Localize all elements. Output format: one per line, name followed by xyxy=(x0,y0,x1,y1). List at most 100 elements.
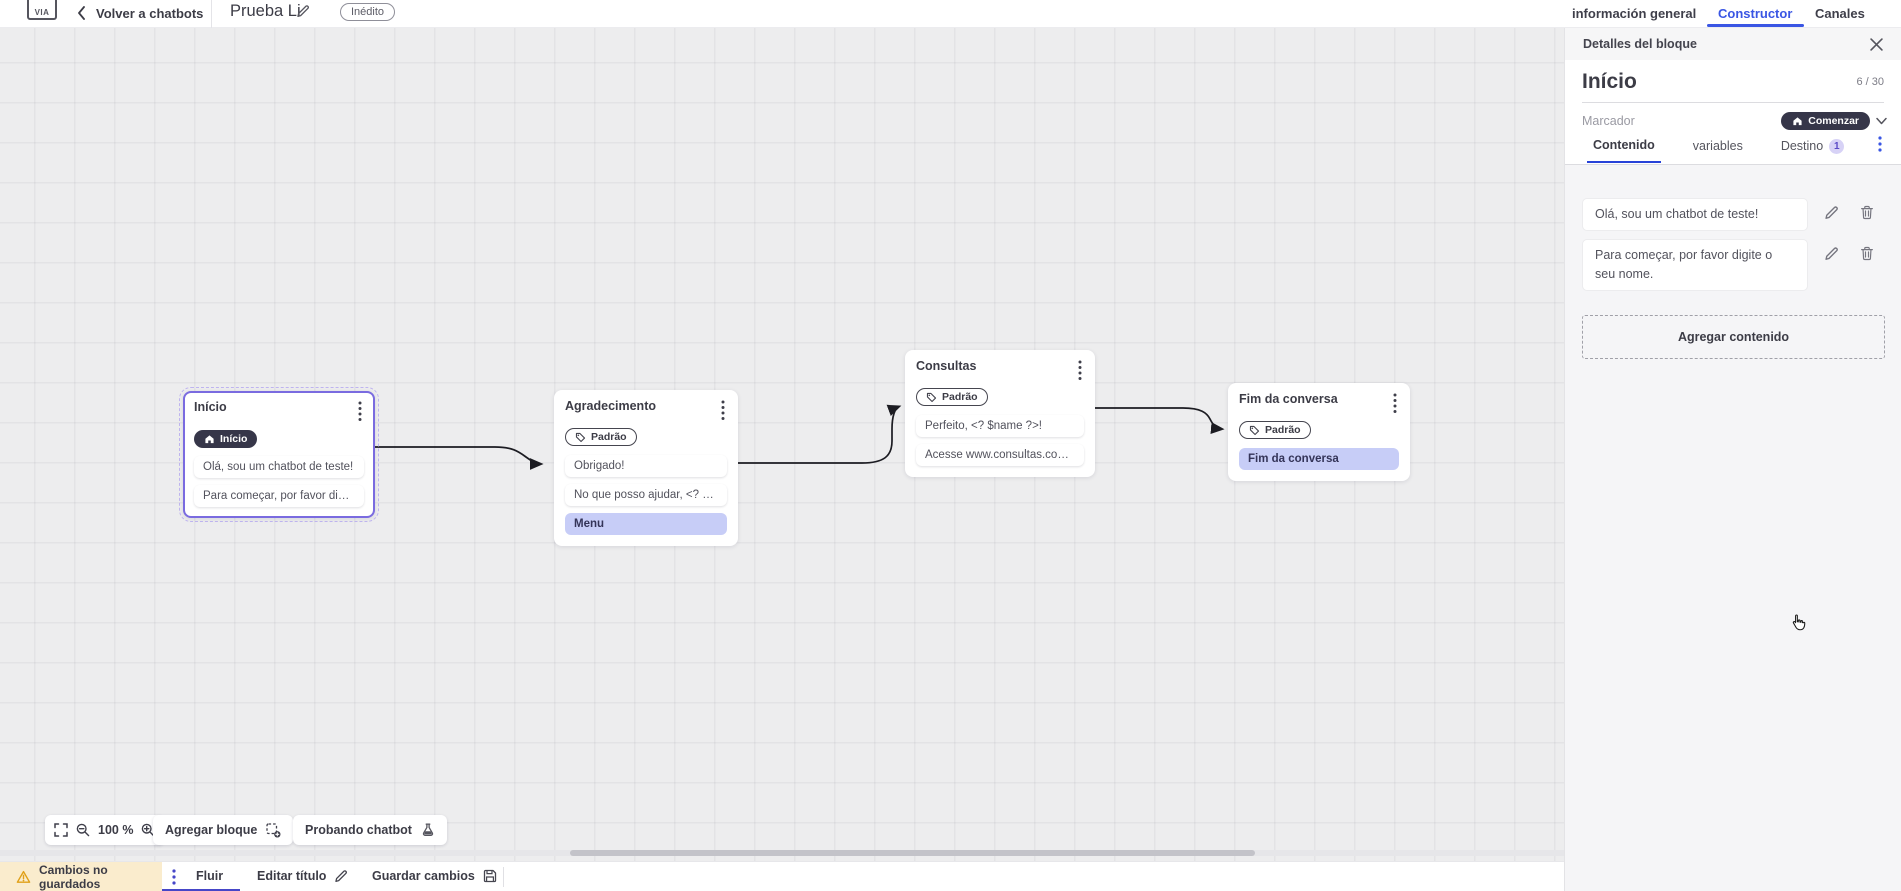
tab-constructor[interactable]: Constructor xyxy=(1718,6,1793,21)
pencil-icon[interactable] xyxy=(1824,246,1839,261)
mouse-cursor xyxy=(1790,614,1808,634)
block-type-badge: Padrão xyxy=(1239,421,1311,439)
chevron-left-icon xyxy=(76,6,87,20)
marker-row: Marcador Comenzar xyxy=(1582,110,1887,132)
test-chatbot-label: Probando chatbot xyxy=(305,823,412,837)
panel-menu-icon[interactable] xyxy=(1875,136,1885,152)
zoom-out-icon[interactable] xyxy=(76,823,90,837)
panel-header-title: Detalles del bloque xyxy=(1583,37,1697,51)
flow-canvas[interactable]: Início Início Olá, sou um chatbot de tes… xyxy=(0,28,1564,861)
block-message-row[interactable]: Acesse www.consultas.com par... xyxy=(916,443,1084,466)
tab-destino-label: Destino xyxy=(1780,139,1824,153)
block-message-row[interactable]: No que posso ajudar, <? $name ... xyxy=(565,483,727,506)
save-changes-button[interactable]: Guardar cambios xyxy=(372,869,497,883)
back-button[interactable] xyxy=(72,4,90,22)
block-header: Agradecimento xyxy=(565,399,727,422)
block-type-badge-label: Padrão xyxy=(591,431,627,443)
tabs-divider xyxy=(1565,164,1901,165)
unsaved-changes-label: Cambios no guardados xyxy=(39,863,108,891)
flow-connections xyxy=(373,404,1225,470)
pencil-icon[interactable] xyxy=(1824,205,1839,220)
zoom-level: 100 % xyxy=(98,823,134,837)
destino-count-badge: 1 xyxy=(1829,138,1845,154)
block-menu-row[interactable]: Menu xyxy=(565,512,727,535)
horizontal-scrollbar-track[interactable] xyxy=(0,850,1564,856)
add-block-icon xyxy=(266,822,281,838)
chatbot-title: Prueba Li xyxy=(230,2,301,20)
block-details-panel: Detalles del bloque Início 6 / 30 Marcad… xyxy=(1564,28,1901,891)
block-type-badge-label: Início xyxy=(220,433,248,445)
tab-fluir[interactable]: Fluir xyxy=(196,869,224,883)
block-header: Fim da conversa xyxy=(1239,392,1399,415)
flow-menu-icon[interactable] xyxy=(168,869,180,885)
home-icon xyxy=(1792,116,1803,126)
tag-icon xyxy=(575,432,586,443)
trash-icon[interactable] xyxy=(1860,205,1874,220)
edit-title-label: Editar título xyxy=(257,869,327,883)
tab-informacion-general[interactable]: información general xyxy=(1572,6,1697,21)
save-icon xyxy=(483,869,497,883)
block-title: Início xyxy=(194,400,227,414)
back-to-chatbots-link[interactable]: Volver a chatbots xyxy=(96,6,204,21)
unsaved-changes-chip: Cambios no guardados xyxy=(0,862,162,891)
block-title: Fim da conversa xyxy=(1239,392,1338,406)
tag-icon xyxy=(926,392,937,403)
block-agradecimento[interactable]: Agradecimento Padrão Obrigado! No que po… xyxy=(554,390,738,546)
char-counter: 6 / 30 xyxy=(1856,76,1884,88)
add-block-label: Agregar bloque xyxy=(165,823,258,837)
tab-contenido[interactable]: Contenido xyxy=(1587,138,1661,163)
tab-canales[interactable]: Canales xyxy=(1815,6,1865,21)
block-type-badge: Padrão xyxy=(916,388,988,406)
block-title: Consultas xyxy=(916,359,977,373)
block-fim-da-conversa[interactable]: Fim da conversa Padrão Fim da conversa xyxy=(1228,383,1410,481)
edit-title-button[interactable]: Editar título xyxy=(257,869,348,883)
content-row: Olá, sou um chatbot de teste! xyxy=(1582,198,1884,231)
block-consultas[interactable]: Consultas Padrão Perfeito, <? $name ?>! … xyxy=(905,350,1095,477)
close-icon[interactable] xyxy=(1870,37,1883,51)
horizontal-scrollbar-thumb[interactable] xyxy=(570,850,1255,856)
tag-icon xyxy=(1249,425,1260,436)
panel-tabs: Contenido variables Destino 1 xyxy=(1587,138,1850,163)
flow-tab-underline xyxy=(162,889,240,891)
content-text-field[interactable]: Olá, sou um chatbot de teste! xyxy=(1582,198,1808,231)
content-row: Para começar, por favor digite o seu nom… xyxy=(1582,239,1884,291)
marker-select[interactable]: Comenzar xyxy=(1781,112,1870,130)
block-menu-icon[interactable] xyxy=(1076,359,1084,382)
chevron-down-icon[interactable] xyxy=(1876,117,1887,125)
panel-title-row: Início 6 / 30 xyxy=(1582,70,1884,94)
add-block-button[interactable]: Agregar bloque xyxy=(153,815,294,845)
block-message-row[interactable]: Perfeito, <? $name ?>! xyxy=(916,414,1084,437)
block-end-row[interactable]: Fim da conversa xyxy=(1239,447,1399,470)
save-changes-label: Guardar cambios xyxy=(372,869,475,883)
block-type-badge: Início xyxy=(194,430,258,448)
tab-variables[interactable]: variables xyxy=(1687,138,1749,163)
panel-header: Detalles del bloque xyxy=(1565,28,1901,60)
bottom-bar: Cambios no guardados Fluir Editar título… xyxy=(0,861,1564,891)
block-inicio[interactable]: Início Início Olá, sou um chatbot de tes… xyxy=(179,387,379,522)
tab-destino[interactable]: Destino 1 xyxy=(1775,138,1850,163)
block-message-row[interactable]: Obrigado! xyxy=(565,454,727,477)
test-chatbot-button[interactable]: Probando chatbot xyxy=(293,815,447,845)
tab-variables-label: variables xyxy=(1692,139,1743,153)
block-type-badge-label: Padrão xyxy=(1265,424,1301,436)
app-logo-text: VIA xyxy=(34,8,50,17)
block-header: Início xyxy=(194,400,364,423)
block-header: Consultas xyxy=(916,359,1084,382)
title-divider xyxy=(1582,102,1884,103)
marker-label: Marcador xyxy=(1582,114,1635,128)
block-message-row[interactable]: Olá, sou um chatbot de teste! xyxy=(194,456,364,478)
block-menu-icon[interactable] xyxy=(356,400,364,423)
panel-content: Olá, sou um chatbot de teste! Para começ… xyxy=(1565,165,1901,891)
block-menu-icon[interactable] xyxy=(719,399,727,422)
edit-title-icon[interactable] xyxy=(296,4,310,18)
block-menu-icon[interactable] xyxy=(1391,392,1399,415)
add-content-button[interactable]: Agregar contenido xyxy=(1582,315,1885,631)
block-message-row[interactable]: Para começar, por favor digite o ... xyxy=(194,485,364,507)
fullscreen-icon[interactable] xyxy=(54,823,68,837)
trash-icon[interactable] xyxy=(1860,246,1874,261)
add-content-label: Agregar contenido xyxy=(1677,330,1790,344)
status-badge: Inédito xyxy=(340,3,396,21)
warning-icon xyxy=(16,870,31,884)
block-name-input[interactable]: Início xyxy=(1582,70,1637,93)
content-text-field[interactable]: Para começar, por favor digite o seu nom… xyxy=(1582,239,1808,291)
